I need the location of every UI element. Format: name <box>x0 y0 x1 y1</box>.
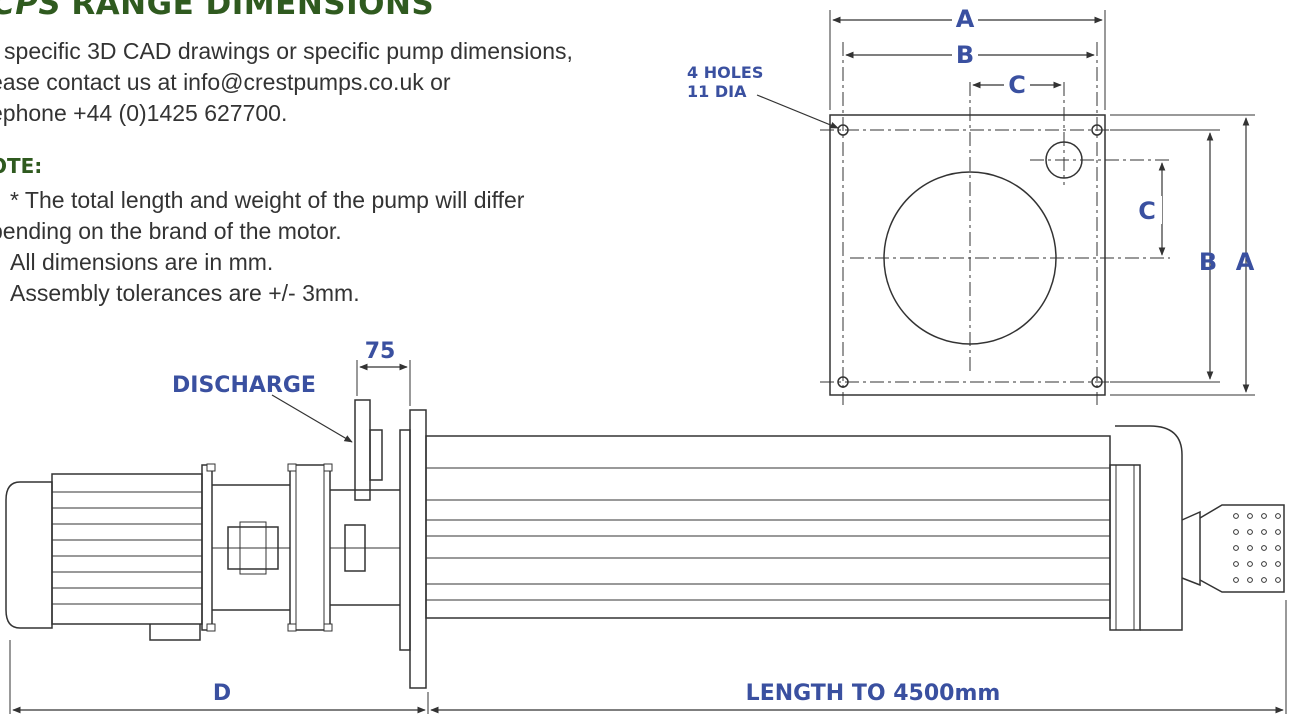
strainer-hole <box>1247 545 1253 551</box>
strainer-hole <box>1261 513 1267 519</box>
strainer-hole <box>1275 529 1281 535</box>
motor-fins <box>52 491 202 605</box>
suction-neck <box>1181 510 1201 587</box>
note-line-3: All dimensions are in mm. <box>10 249 274 275</box>
dim-c-top: C <box>1008 71 1026 99</box>
note-line-1: * The total length and weight of the pum… <box>10 187 525 213</box>
contact-line-2: ease contact us at info@crestpumps.co.uk… <box>0 69 451 95</box>
strainer-hole <box>1247 513 1253 519</box>
length-label: LENGTH TO 4500mm <box>746 681 1001 706</box>
strainer-hole <box>1233 513 1239 519</box>
strainer-hole <box>1275 577 1281 583</box>
note-line-2: pending on the brand of the motor. <box>0 218 342 244</box>
dim-c-side: C <box>1138 197 1156 225</box>
strainer-hole <box>1275 513 1281 519</box>
dim-75: 75 <box>365 339 396 364</box>
mounting-plate <box>829 114 1106 396</box>
strainer-hole <box>1233 529 1239 535</box>
elevation-bolts <box>206 463 333 632</box>
page-title-text: RANGE DIMENSIONS <box>71 0 435 22</box>
strainer-hole <box>1247 529 1253 535</box>
strainer-hole <box>1275 561 1281 567</box>
plate-edge <box>399 429 411 651</box>
elevation-dimensions <box>9 360 1287 714</box>
motor-end-cap <box>5 481 53 629</box>
contact-line-1: r specific 3D CAD drawings or specific p… <box>0 38 573 64</box>
strainer-holes <box>1233 513 1281 583</box>
centre-lines <box>820 42 1170 405</box>
holes-label-line-2: 11 DIA <box>687 82 747 101</box>
note-list: * The total length and weight of the pum… <box>0 185 590 309</box>
contact-line-3: ephone +44 (0)1425 627700. <box>0 100 288 126</box>
discharge-pipe <box>354 399 371 501</box>
page-title: CPS RANGE DIMENSIONS <box>0 0 434 22</box>
dim-a-top: A <box>956 5 975 33</box>
column-tube <box>425 435 1111 619</box>
column-lines <box>426 467 1110 601</box>
dim-d: D <box>213 681 231 706</box>
strainer-hole <box>1275 545 1281 551</box>
discharge-label: DISCHARGE <box>172 373 316 398</box>
volute <box>1115 425 1183 631</box>
elevation-labels: DISCHARGE 75 D LENGTH TO 4500mm <box>172 339 1000 706</box>
strainer-hole <box>1247 577 1253 583</box>
plate-flange <box>409 409 427 689</box>
strainer-hole <box>1261 529 1267 535</box>
strainer-hole <box>1261 561 1267 567</box>
strainer-hole <box>1233 545 1239 551</box>
note-line-4: Assembly tolerances are +/- 3mm. <box>10 280 360 306</box>
plan-view <box>756 10 1255 405</box>
extension-lines <box>829 10 1255 396</box>
dim-b-top: B <box>956 41 974 69</box>
plan-labels: A B C C B A 4 HOLES 11 DIA <box>687 5 1255 276</box>
holes-label-line-1: 4 HOLES <box>687 63 763 82</box>
side-elevation <box>5 399 1285 689</box>
strainer-hole <box>1261 577 1267 583</box>
note-title: OTE: <box>0 154 43 178</box>
motor-flange <box>201 464 213 631</box>
dim-a-side: A <box>1236 248 1255 276</box>
strainer-hole <box>1233 577 1239 583</box>
casing-flange <box>1109 464 1141 631</box>
contact-info: r specific 3D CAD drawings or specific p… <box>0 36 650 129</box>
strainer-hole <box>1233 561 1239 567</box>
crest-logo: CPS <box>0 0 62 22</box>
motor-foot <box>149 624 201 641</box>
motor-body <box>51 473 203 625</box>
strainer-hole <box>1247 561 1253 567</box>
suction-strainer <box>1199 504 1285 593</box>
strainer-hole <box>1261 545 1267 551</box>
discharge-flange <box>369 429 383 481</box>
dim-b-side: B <box>1199 248 1217 276</box>
